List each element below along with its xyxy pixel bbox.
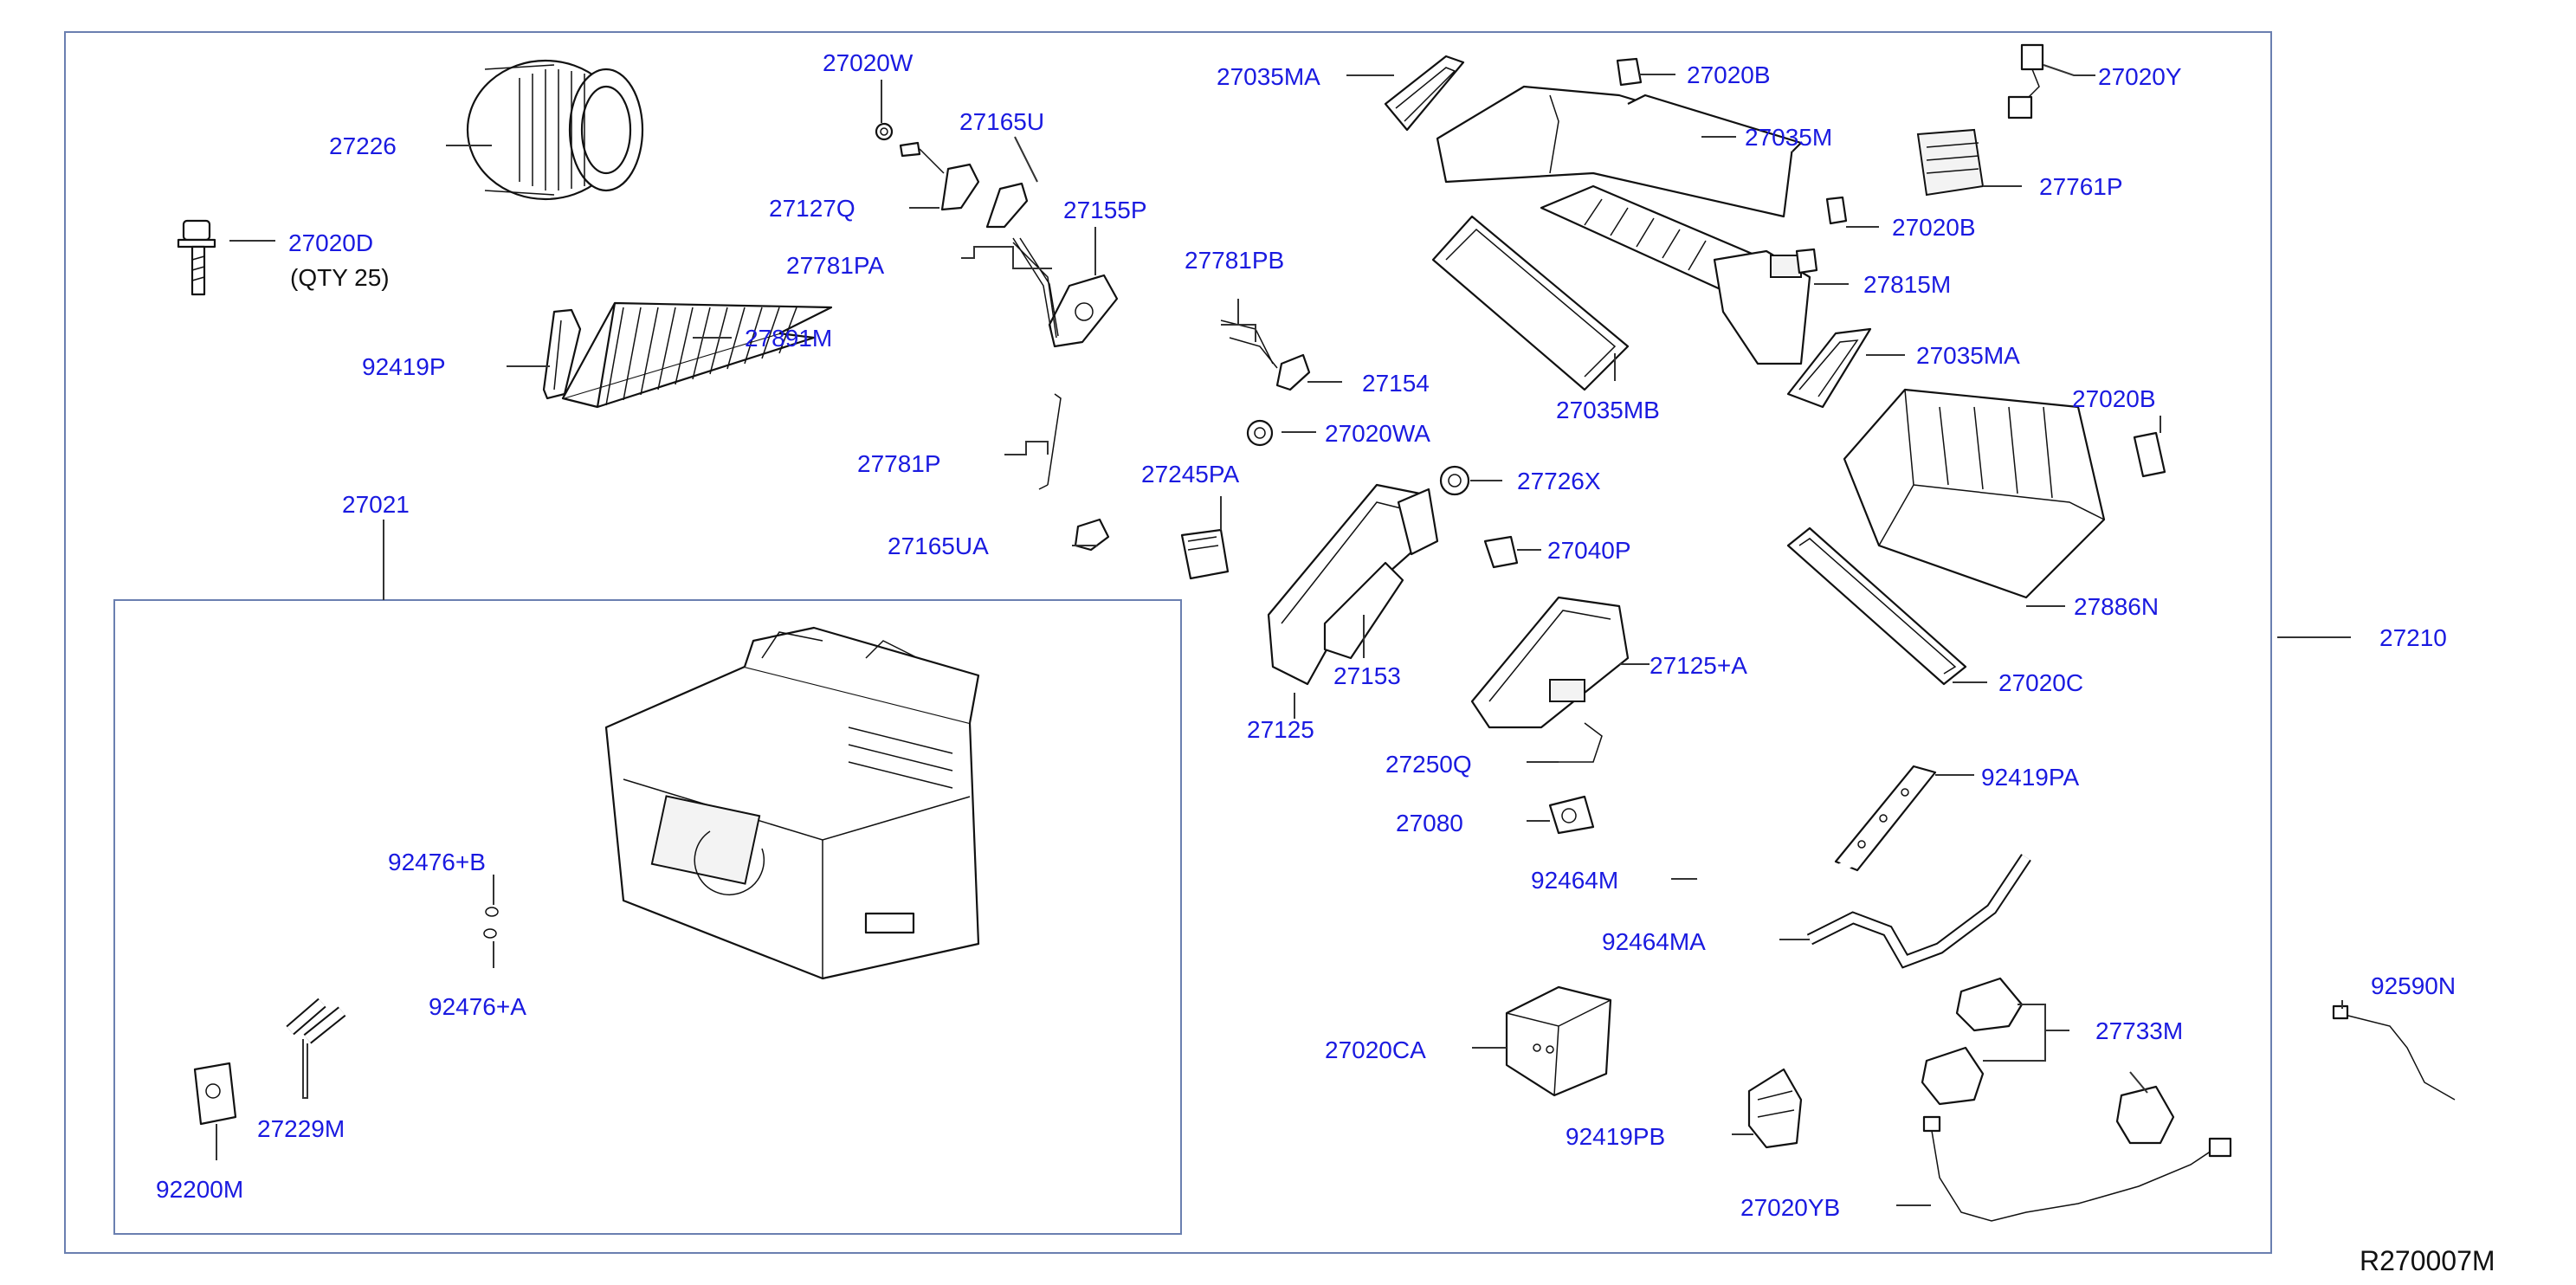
- label-92419pb: 92419PB: [1566, 1123, 1665, 1150]
- label-qty: (QTY 25): [290, 264, 390, 291]
- label-27021: 27021: [342, 491, 410, 518]
- label-27886n: 27886N: [2074, 593, 2159, 620]
- label-27020wa: 27020WA: [1325, 420, 1430, 447]
- sensor-92590n-drawing: [2332, 1004, 2456, 1101]
- label-92419p: 92419P: [362, 353, 446, 380]
- label-27125: 27125: [1247, 716, 1314, 743]
- label-27020d: 27020D: [288, 229, 373, 256]
- duct-27125a-drawing: [1470, 596, 1630, 729]
- inner-frame: [113, 599, 1182, 1235]
- label-92476a: 92476+A: [429, 993, 526, 1020]
- seal-27020c-drawing: [1786, 526, 1967, 686]
- harness-27020yb-drawing: [1922, 1115, 2232, 1222]
- lever-27154-drawing: [1275, 353, 1311, 391]
- label-27726x: 27726X: [1517, 468, 1601, 494]
- rod-27781p-drawing: [1038, 393, 1062, 490]
- sensor-27245pa-drawing: [1180, 528, 1230, 580]
- clip-27020b-top-drawing: [1616, 57, 1643, 87]
- sensors-27733m-drawing: [1921, 977, 2175, 1145]
- screw-drawing: [177, 219, 216, 296]
- label-27020w: 27020W: [823, 49, 914, 76]
- label-27733m: 27733M: [2095, 1017, 2183, 1044]
- rod-27781pb-drawing: [1220, 320, 1278, 369]
- label-27153: 27153: [1333, 662, 1401, 689]
- label-27035ma-top: 27035MA: [1217, 63, 1320, 90]
- part-27040p-drawing: [1483, 535, 1519, 569]
- label-27226: 27226: [329, 132, 397, 159]
- label-27781pa: 27781PA: [786, 252, 884, 279]
- label-27040p: 27040P: [1547, 537, 1631, 564]
- valve-27080-drawing: [1548, 795, 1595, 835]
- pipes-27229m-drawing: [286, 998, 346, 1044]
- outer-frame: [64, 31, 2272, 1254]
- label-27761p: 27761P: [2039, 173, 2123, 200]
- duct-27153-drawing: [1323, 561, 1404, 660]
- part-27020ca-drawing: [1505, 985, 1612, 1097]
- label-92419pa: 92419PA: [1981, 764, 2079, 791]
- grommet-27726x-drawing: [1439, 465, 1470, 496]
- seal-27035mb-drawing: [1431, 215, 1630, 391]
- label-27080: 27080: [1396, 810, 1463, 836]
- hose-27250q-drawing: [1559, 722, 1603, 763]
- label-27125a: 27125+A: [1650, 652, 1747, 679]
- seal-27035ma-mid-drawing: [1786, 327, 1872, 409]
- intake-housing-drawing: [1436, 85, 1811, 365]
- label-27250q: 27250Q: [1385, 751, 1472, 778]
- label-92464m: 92464M: [1531, 867, 1618, 894]
- label-27127q: 27127Q: [769, 195, 855, 222]
- actuator-27165u-drawing: [899, 141, 1029, 229]
- door-27155p-drawing: [1012, 242, 1119, 348]
- label-27210: 27210: [2379, 624, 2447, 651]
- pipe-92464m-drawing: [1695, 852, 1864, 883]
- duct-27125-drawing: [1267, 483, 1439, 686]
- label-27020ca: 27020CA: [1325, 1036, 1426, 1063]
- clip-27020b-mid-drawing: [1825, 196, 1848, 225]
- label-27035m: 27035M: [1745, 124, 1832, 151]
- label-27154: 27154: [1362, 370, 1430, 397]
- label-27020b-mid: 27020B: [1892, 214, 1976, 241]
- lower-housing-drawing: [1843, 388, 2106, 599]
- label-27155p: 27155P: [1063, 197, 1147, 223]
- label-92200m: 92200M: [156, 1176, 243, 1203]
- label-27891m: 27891M: [745, 325, 832, 352]
- label-92590n: 92590N: [2371, 972, 2456, 999]
- o-rings-drawing: [483, 907, 499, 939]
- actuator-27165ua-drawing: [1074, 518, 1110, 552]
- drawing-number: R270007M: [2360, 1245, 2495, 1276]
- label-92476b: 92476+B: [388, 849, 486, 875]
- label-27020b-low: 27020B: [2072, 385, 2156, 412]
- bracket-92419pa-drawing: [1834, 765, 1937, 872]
- label-27229m: 27229M: [257, 1115, 345, 1142]
- pipe-92464ma-drawing: [1806, 854, 2031, 969]
- harness-27020y-drawing: [2007, 43, 2044, 119]
- clip-27020b-low-drawing: [2133, 431, 2166, 478]
- label-27035mb: 27035MB: [1556, 397, 1660, 423]
- bracket-92419pb-drawing: [1747, 1068, 1803, 1149]
- resistor-27761p-drawing: [1916, 128, 1985, 197]
- label-27020b-top: 27020B: [1687, 61, 1771, 88]
- label-27781pb: 27781PB: [1185, 247, 1284, 274]
- heater-unit-drawing: [604, 626, 980, 980]
- clip-27020w-drawing: [875, 122, 894, 141]
- label-27245pa: 27245PA: [1141, 461, 1239, 488]
- grommet-27020wa-drawing: [1246, 419, 1274, 447]
- label-92464ma: 92464MA: [1602, 928, 1706, 955]
- rod-27781pa-drawing: [1012, 237, 1059, 337]
- label-27165ua: 27165UA: [888, 533, 989, 559]
- leader-lines: [216, 64, 2351, 1206]
- label-27035ma-mid: 27035MA: [1916, 342, 2020, 369]
- label-27165u: 27165U: [959, 108, 1044, 135]
- part-27815m-drawing: [1795, 248, 1818, 274]
- bracket-92419p-drawing: [542, 308, 582, 400]
- seal-27035ma-top-drawing: [1384, 55, 1465, 132]
- valve-92200m-drawing: [193, 1062, 237, 1126]
- cabin-filter-drawing: [561, 301, 833, 409]
- label-27020yb: 27020YB: [1740, 1194, 1840, 1221]
- label-27020c: 27020C: [1998, 669, 2083, 696]
- label-27815m: 27815M: [1863, 271, 1951, 298]
- label-27781p: 27781P: [857, 450, 941, 477]
- label-27020y: 27020Y: [2098, 63, 2182, 90]
- blower-motor-drawing: [466, 59, 644, 201]
